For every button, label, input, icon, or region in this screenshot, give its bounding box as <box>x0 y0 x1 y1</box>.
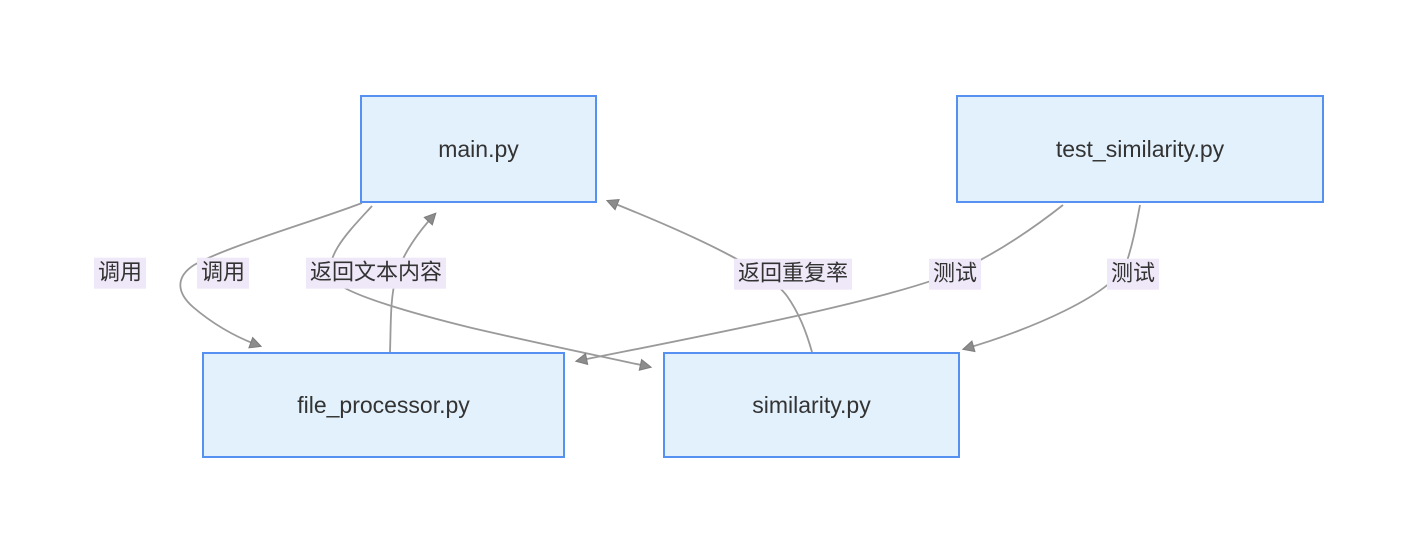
edge-label-test-2: 测试 <box>1106 258 1160 290</box>
edge-main-to-file-processor <box>179 202 363 349</box>
edge-label-call-2: 调用 <box>196 257 250 289</box>
node-test-similarity-py: test_similarity.py <box>956 95 1324 203</box>
node-test-similarity-py-label: test_similarity.py <box>1055 135 1225 162</box>
node-similarity-py: similarity.py <box>663 352 960 458</box>
node-main-py-label: main.py <box>438 135 519 162</box>
edge-test-similarity-to-file-processor <box>574 204 1064 366</box>
node-main-py: main.py <box>360 95 597 203</box>
node-file-processor-py-label: file_processor.py <box>297 391 470 418</box>
edge-label-return-text-content: 返回文本内容 <box>305 257 447 289</box>
edge-label-return-duplication-rate: 返回重复率 <box>733 258 853 290</box>
node-similarity-py-label: similarity.py <box>752 391 871 418</box>
edge-label-call-1: 调用 <box>93 257 147 289</box>
node-file-processor-py: file_processor.py <box>202 352 565 458</box>
edge-label-test-1: 测试 <box>928 258 982 290</box>
edge-main-to-similarity <box>329 205 653 371</box>
